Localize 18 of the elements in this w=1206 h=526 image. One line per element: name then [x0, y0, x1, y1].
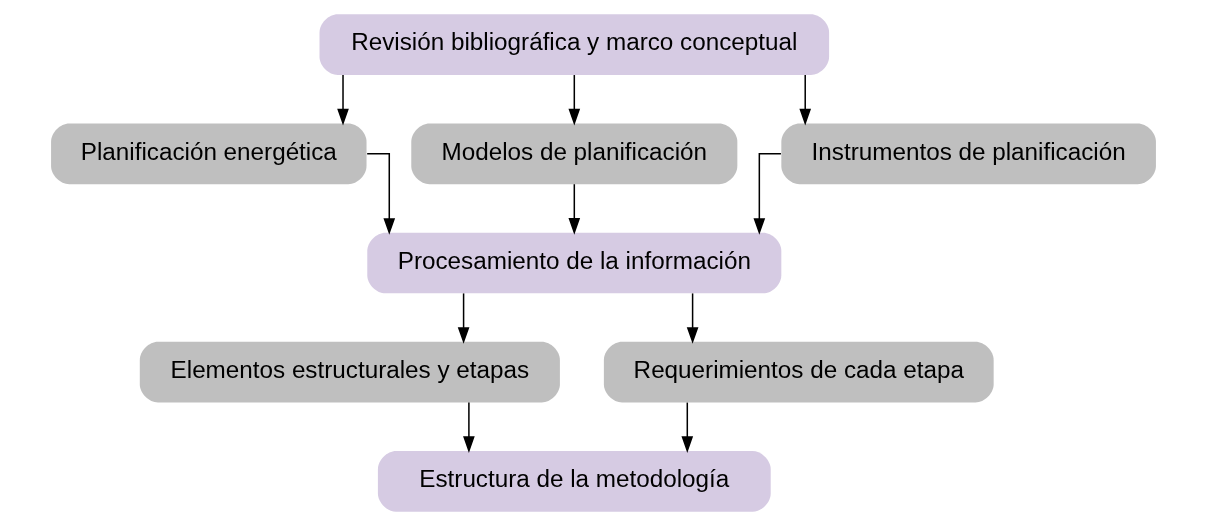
- node-box: Modelos de planificación: [410, 123, 737, 185]
- arrow: [336, 74, 349, 126]
- node-box: Procesamiento de la información: [366, 232, 781, 294]
- node-box: Estructura de la metodología: [377, 451, 771, 512]
- node-box: Instrumentos de planificación: [780, 123, 1156, 185]
- arrow: [567, 74, 580, 126]
- node-box: Requerimientos de cada etapa: [603, 341, 994, 403]
- node-box: Elementos estructurales y etapas: [139, 341, 560, 403]
- arrow: [680, 401, 693, 454]
- arrow: [462, 401, 475, 454]
- arrow: [686, 292, 698, 344]
- arrow: [567, 183, 580, 235]
- arrow: [798, 74, 811, 126]
- node-box: Planificación energética: [50, 123, 367, 185]
- arrow: [753, 153, 782, 235]
- arrow: [365, 153, 395, 235]
- arrow: [457, 292, 469, 344]
- node-box: Revisión bibliográfica y marco conceptual: [319, 14, 829, 75]
